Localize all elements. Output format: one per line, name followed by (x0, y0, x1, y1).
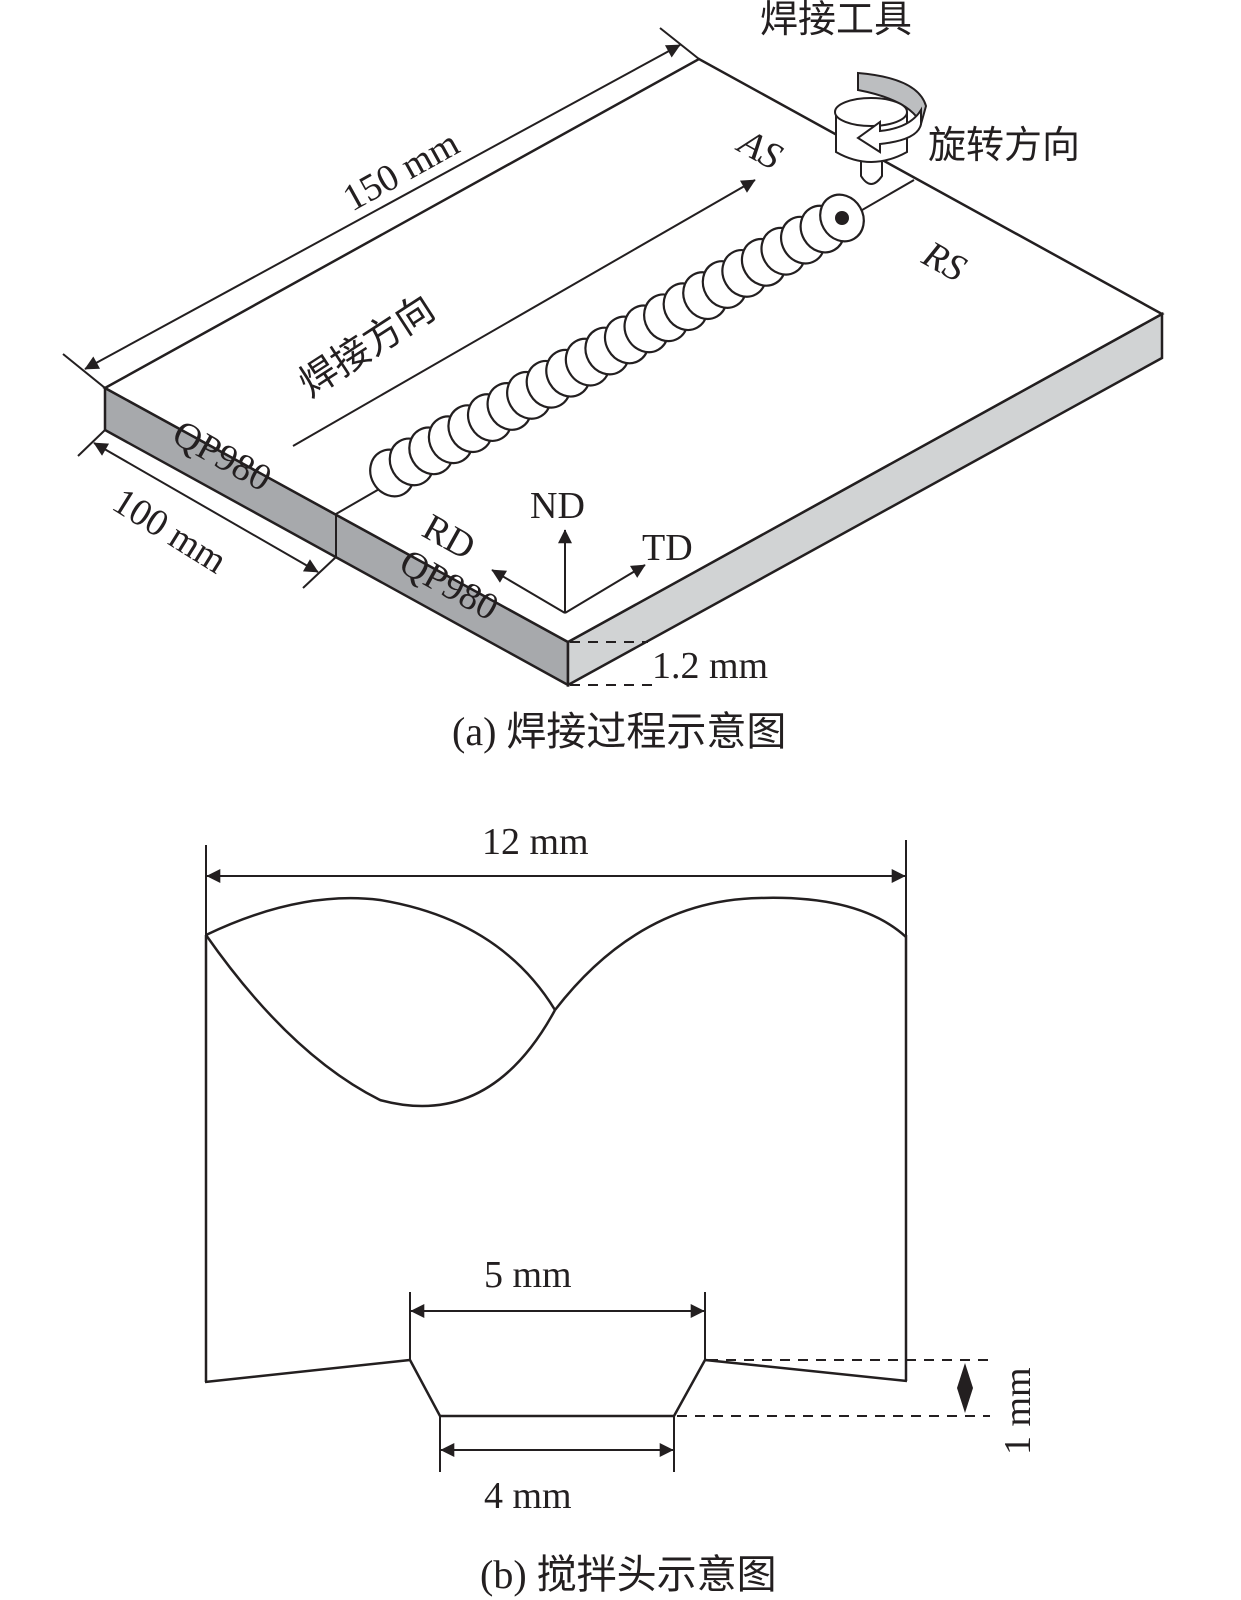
length-dimension-arrow (84, 44, 681, 370)
pin-bottom-dimension-label: 4 mm (484, 1475, 572, 1517)
pin-top-dimension-label: 5 mm (484, 1254, 572, 1296)
shoulder-dimension-label: 12 mm (482, 821, 589, 863)
shoulder-curve-right (554, 896, 907, 1011)
td-axis-arrow (564, 564, 646, 614)
caption-a: (a) 焊接过程示意图 (452, 709, 786, 754)
weld-direction-arrow (292, 179, 756, 447)
panel-a-welding-process: 焊接工具 旋转方向 AS RS 150 mm 焊接方向 100 mm QP980… (62, 0, 1165, 754)
length-ext-left (62, 353, 106, 389)
tool-top (834, 97, 908, 127)
tool-pin (860, 162, 883, 185)
rd-axis-arrow (491, 569, 566, 614)
pin-profile (204, 1358, 908, 1418)
thickness-label: 1.2 mm (652, 645, 768, 687)
rotation-arrow-back (857, 71, 928, 127)
td-label: TD (642, 527, 693, 569)
stir-tool-outline (204, 896, 908, 1418)
width-ext-left (77, 429, 106, 457)
pin-length-double-arrow (957, 1363, 973, 1413)
rotation-arrow-icon (856, 106, 922, 154)
shoulder-curve-bottom-left (204, 934, 557, 1108)
tool-label: 焊接工具 (760, 0, 912, 41)
nd-label: ND (530, 485, 585, 527)
caption-b: (b) 搅拌头示意图 (480, 1552, 777, 1597)
shoulder-curve-top-left (205, 896, 557, 1011)
panel-b-stir-tool: 12 mm 5 mm 4 mm 1 mm (b) 搅拌头示意图 (204, 821, 1039, 1597)
welding-tool-icon (834, 71, 928, 185)
width-dimension-arrow (93, 442, 319, 573)
tool-position-dot (835, 211, 849, 225)
length-ext-right (659, 27, 700, 60)
width-dimension-label: 100 mm (105, 480, 234, 582)
pin-length-label: 1 mm (997, 1367, 1039, 1455)
width-ext-right (302, 556, 337, 589)
rotation-label: 旋转方向 (928, 125, 1080, 167)
